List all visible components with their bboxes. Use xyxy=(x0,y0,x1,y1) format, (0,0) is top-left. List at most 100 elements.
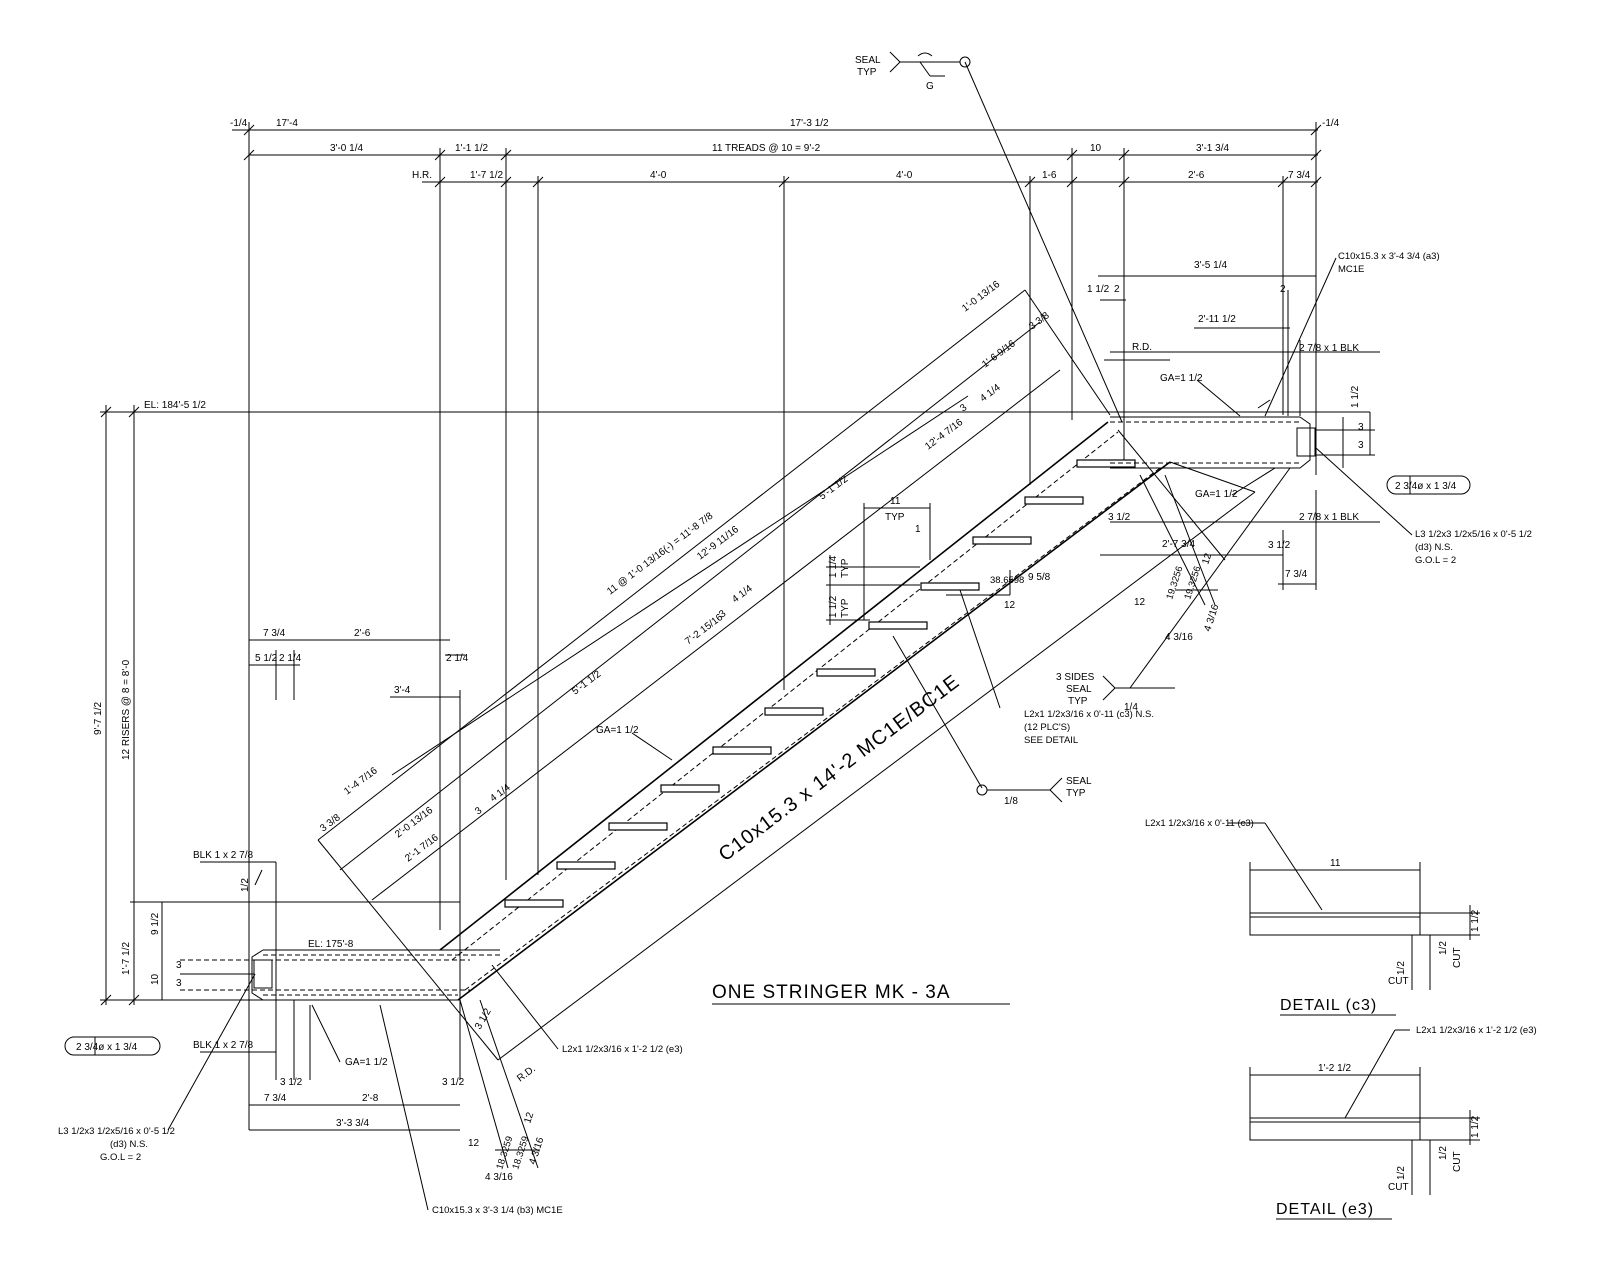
drawing-title: ONE STRINGER MK - 3A xyxy=(712,982,951,1003)
seal-mid: SEAL xyxy=(1066,776,1092,787)
dim-3a-right: 3 xyxy=(1358,422,1364,433)
typ-3: TYP xyxy=(840,598,851,618)
angle-slope: 38.6598 xyxy=(990,575,1024,586)
dim-4-0a: 4'-0 xyxy=(650,170,667,181)
slope-right-d: 12 xyxy=(1200,552,1214,566)
dim-9-1: 9 1/2 xyxy=(150,912,161,935)
dim-4-1: 4 1/4 xyxy=(978,382,1003,404)
right-rd: R.D. xyxy=(1132,342,1152,353)
detail-c3-title: DETAIL (c3) xyxy=(1280,997,1377,1014)
dim-2a: 2 xyxy=(1114,284,1120,295)
e3-length: 1'-2 1/2 xyxy=(1318,1063,1351,1074)
dim-hr: H.R. xyxy=(412,170,432,181)
dim-5-1b: 5'-1 1/2 xyxy=(570,668,603,697)
e3-cut: CUT xyxy=(1452,1151,1463,1172)
dim-11-typ: 11 xyxy=(890,496,901,507)
dim-3b-right: 3 xyxy=(1358,440,1364,451)
dim-4-0b: 4'-0 xyxy=(896,170,913,181)
dim-1-6b: 1'-6 9/16 xyxy=(980,338,1018,370)
right-channel-label: C10x15.3 x 3'-4 3/4 (a3) xyxy=(1338,251,1440,262)
typ-mid: TYP xyxy=(1066,788,1086,799)
elevation-lines xyxy=(100,405,1370,1006)
dim-2-7: 2'-7 3/4 xyxy=(1162,539,1195,550)
dim-12-4: 12'-4 7/16 xyxy=(923,417,965,453)
left-bolt-tag xyxy=(64,1036,161,1056)
c3-length: 11 xyxy=(1330,858,1341,869)
dim-left-tick: -1/4 xyxy=(230,118,248,129)
e3-h2: 1/2 xyxy=(1438,1146,1449,1160)
left-rd: R.D. xyxy=(515,1064,538,1085)
dim-2-11: 2'-11 1/2 xyxy=(1198,314,1236,325)
ga-bot: GA=1 1/2 xyxy=(1195,489,1238,500)
tread-4 xyxy=(660,784,720,793)
dim-3-1b: 3 1/2 xyxy=(1108,512,1131,523)
left-channel-label: C10x15.3 x 3'-3 1/4 (b3) MC1E xyxy=(432,1205,563,1216)
weld-typ: TYP xyxy=(1068,696,1088,707)
weld-eighth: 1/8 xyxy=(1004,796,1018,807)
detail-e3-geometry xyxy=(1249,1029,1480,1195)
e3-h1: 1 1/2 xyxy=(1470,1115,1481,1138)
left-dim-2-8: 2'-8 xyxy=(362,1093,379,1104)
dim-12-9: 12'-9 11/16 xyxy=(695,524,741,563)
c3-cut2: CUT xyxy=(1388,976,1409,987)
dim-10: 10 xyxy=(1090,143,1102,154)
dim-1-0: 1'-0 13/16 xyxy=(960,279,1002,315)
right-channel-mark: MC1E xyxy=(1338,264,1364,275)
ga-top: GA=1 1/2 xyxy=(1160,373,1203,384)
dim-right-tick: -1/4 xyxy=(1322,118,1340,129)
left-dim-5-1: 5 1/2 xyxy=(255,653,278,664)
dim-1-2: 1 1/2 xyxy=(1350,385,1361,408)
weld-g: G xyxy=(926,81,934,92)
detail-e3-title: DETAIL (e3) xyxy=(1276,1201,1374,1218)
dim-1a: 1 xyxy=(915,524,921,535)
right-bolt: 2 3/4ø x 1 3/4 xyxy=(1395,481,1457,492)
c3-part: L2x1 1/2x3/16 x 0'-11 (c3) xyxy=(1145,818,1254,829)
typ-right: TYP xyxy=(857,67,877,78)
dim-1-1typ: 1 1/4 xyxy=(828,555,839,578)
dim-7-3b: 7 3/4 xyxy=(1285,569,1308,580)
left-dim-3-4: 3'-4 xyxy=(394,685,411,696)
left-end-connection xyxy=(167,639,500,1131)
left-dim-1-2: 1/2 xyxy=(240,878,251,892)
e3-part: L2x1 1/2x3/16 x 1'-2 1/2 (e3) xyxy=(1416,1025,1537,1036)
seal-right: SEAL xyxy=(855,55,881,66)
dim-3-1: 3'-1 3/4 xyxy=(1196,143,1229,154)
l2-e3-label: L2x1 1/2x3/16 x 1'-2 1/2 (e3) xyxy=(562,1044,683,1055)
dim-3-0: 3'-0 1/4 xyxy=(330,143,363,154)
right-bolt-tag xyxy=(1386,475,1471,495)
dim-7-2: 7'-2 15/16 xyxy=(683,612,725,648)
slope-right-f: 4 3/16 xyxy=(1202,603,1221,633)
slope-right-c: 12 xyxy=(1134,597,1146,608)
typ-2: TYP xyxy=(840,558,851,578)
dim-3e: 3 xyxy=(473,805,484,817)
dim-1-5: 1 1/2 xyxy=(1087,284,1110,295)
dim-2b: 2 xyxy=(1280,284,1286,295)
c3-h1: 1 1/2 xyxy=(1470,909,1481,932)
el-bot-label: EL: 175'-8 xyxy=(308,939,354,950)
dim-1-6: 1-6 xyxy=(1042,170,1057,181)
el-top-label: EL: 184'-5 1/2 xyxy=(144,400,206,411)
left-angle-label: L3 1/2x3 1/2x5/16 x 0'-5 1/2 xyxy=(58,1126,175,1137)
dim-5-1a: 5'-1 1/2 xyxy=(817,473,850,502)
stringer-label: C10x15.3 x 14'-2 MC1E/BC1E xyxy=(715,671,964,866)
left-dim-3-3: 3'-3 3/4 xyxy=(336,1118,369,1129)
tread-11 xyxy=(1024,496,1084,505)
top-dimension-lines xyxy=(232,122,1322,1000)
dim-3-3b: 3 3/8 xyxy=(318,812,343,834)
left-dim-7-3: 7 3/4 xyxy=(263,628,286,639)
right-angle-clip xyxy=(1296,427,1316,457)
e3-cut2: CUT xyxy=(1388,1182,1409,1193)
tread-2 xyxy=(556,861,616,870)
typ-tread-dims xyxy=(826,503,1011,625)
left-slope-lines xyxy=(459,999,540,1169)
left-dim-3-1b: 3 1/2 xyxy=(442,1077,465,1088)
left-ga: GA=1 1/2 xyxy=(345,1057,388,1068)
dim-17-3: 17'-3 1/2 xyxy=(790,118,829,129)
left-dim-3b: 3 xyxy=(176,978,182,989)
left-bolt: 2 3/4ø x 1 3/4 xyxy=(76,1042,138,1053)
left-dim-4-3: 4 3/16 xyxy=(485,1172,513,1183)
left-dim-2-6: 2'-6 xyxy=(354,628,371,639)
dim-3-5: 3'-5 1/4 xyxy=(1194,260,1227,271)
dim-9-5: 9 5/8 xyxy=(1028,572,1051,583)
l2-plcs: (12 PLC'S) xyxy=(1024,722,1070,733)
